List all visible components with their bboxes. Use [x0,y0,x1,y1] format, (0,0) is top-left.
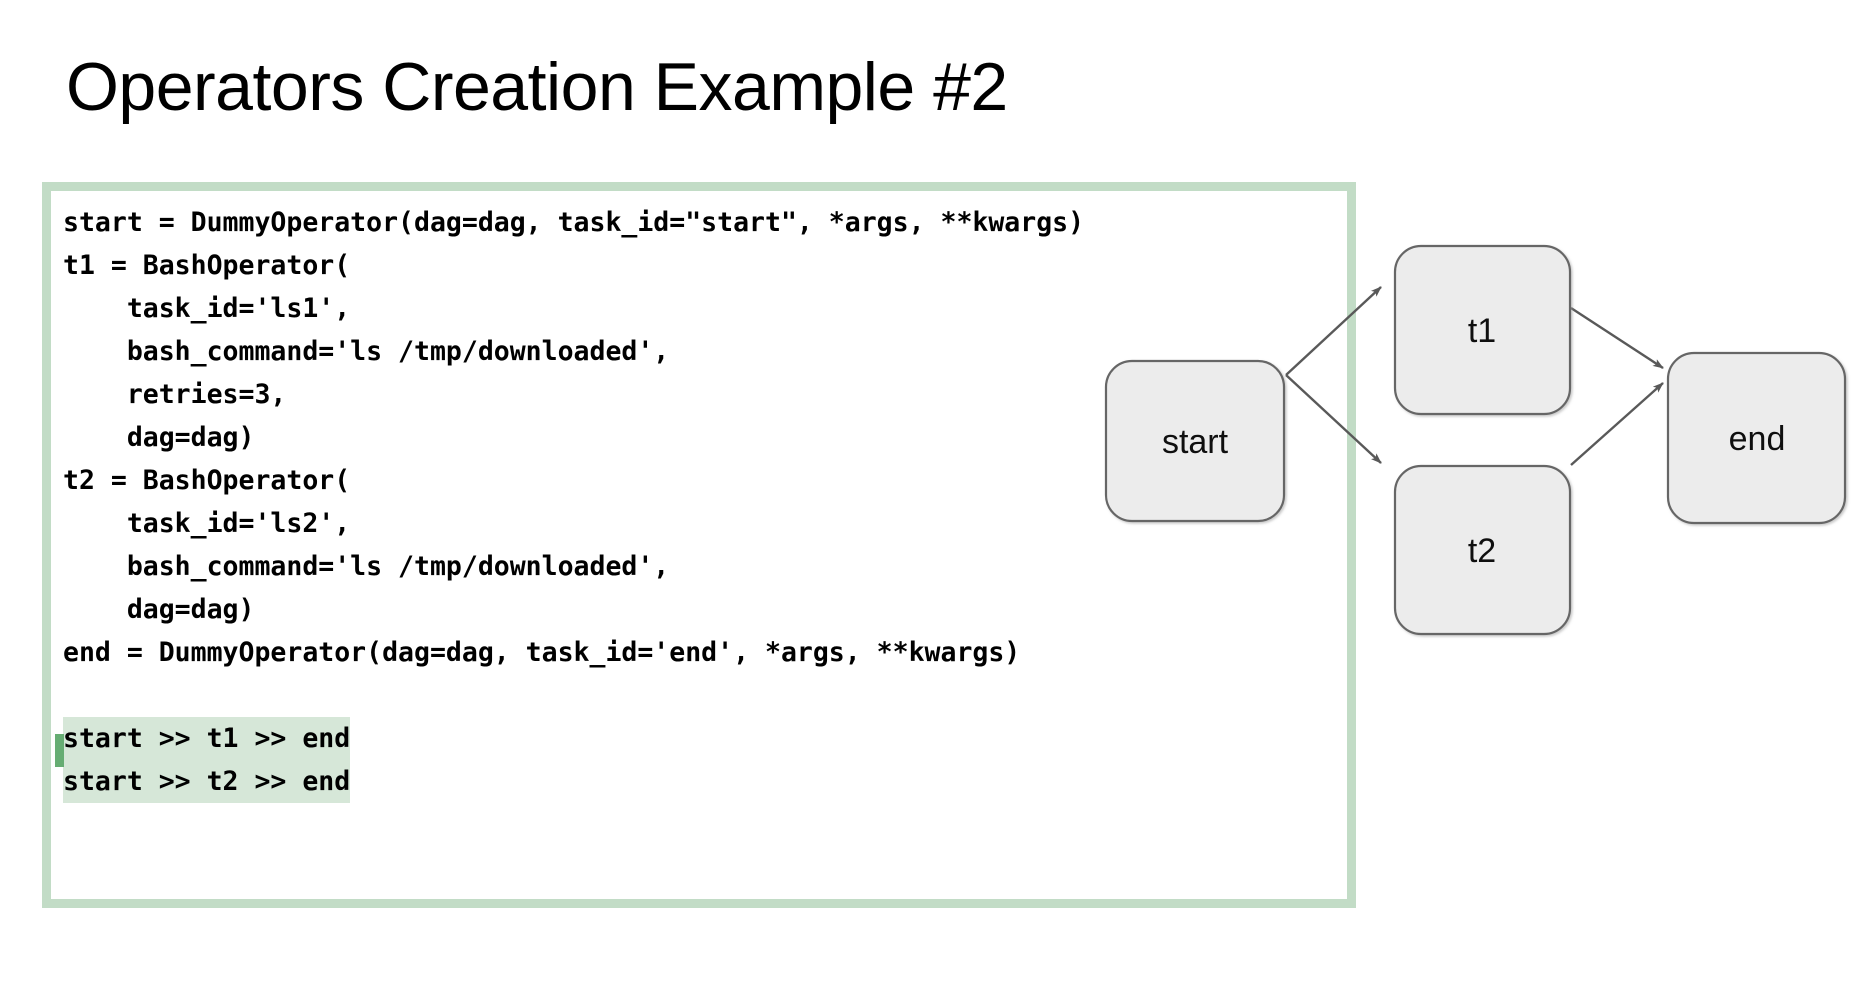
code-line: t2 = BashOperator( [63,465,351,496]
dag-node-t1[interactable]: t1 [1393,244,1572,416]
code-block[interactable]: start = DummyOperator(dag=dag, task_id="… [63,201,1347,899]
dag-node-label-end: end [1729,420,1786,458]
dag-node-label-t1: t1 [1468,312,1496,350]
dag-node-end[interactable]: end [1666,351,1847,525]
code-line: dag=dag) [63,422,255,453]
code-line: bash_command='ls /tmp/downloaded', [63,336,670,367]
dag-node-label-t2: t2 [1468,532,1496,570]
dag-graph: start t1 t2 end [1075,220,1866,660]
code-line: start = DummyOperator(dag=dag, task_id="… [63,207,1085,238]
dag-node-t2[interactable]: t2 [1393,464,1572,636]
edge-t2-to-end [1570,382,1664,466]
edge-start-to-t2 [1285,374,1382,464]
edge-start-to-t1 [1285,286,1382,376]
dag-node-start[interactable]: start [1104,359,1286,523]
code-line: end = DummyOperator(dag=dag, task_id='en… [63,637,1021,668]
text-caret [55,734,64,767]
code-line: task_id='ls2', [63,508,351,539]
page-title: Operators Creation Example #2 [66,49,1008,125]
edge-t1-to-end [1570,306,1664,370]
code-line: task_id='ls1', [63,293,351,324]
code-line: retries=3, [63,379,287,410]
code-line: start >> t2 >> end [63,760,351,803]
code-panel: start = DummyOperator(dag=dag, task_id="… [42,182,1356,908]
code-line: bash_command='ls /tmp/downloaded', [63,551,670,582]
dag-node-label-start: start [1162,423,1229,461]
code-line: start >> t1 >> end [63,717,351,760]
code-line: t1 = BashOperator( [63,250,351,281]
code-line: dag=dag) [63,594,255,625]
